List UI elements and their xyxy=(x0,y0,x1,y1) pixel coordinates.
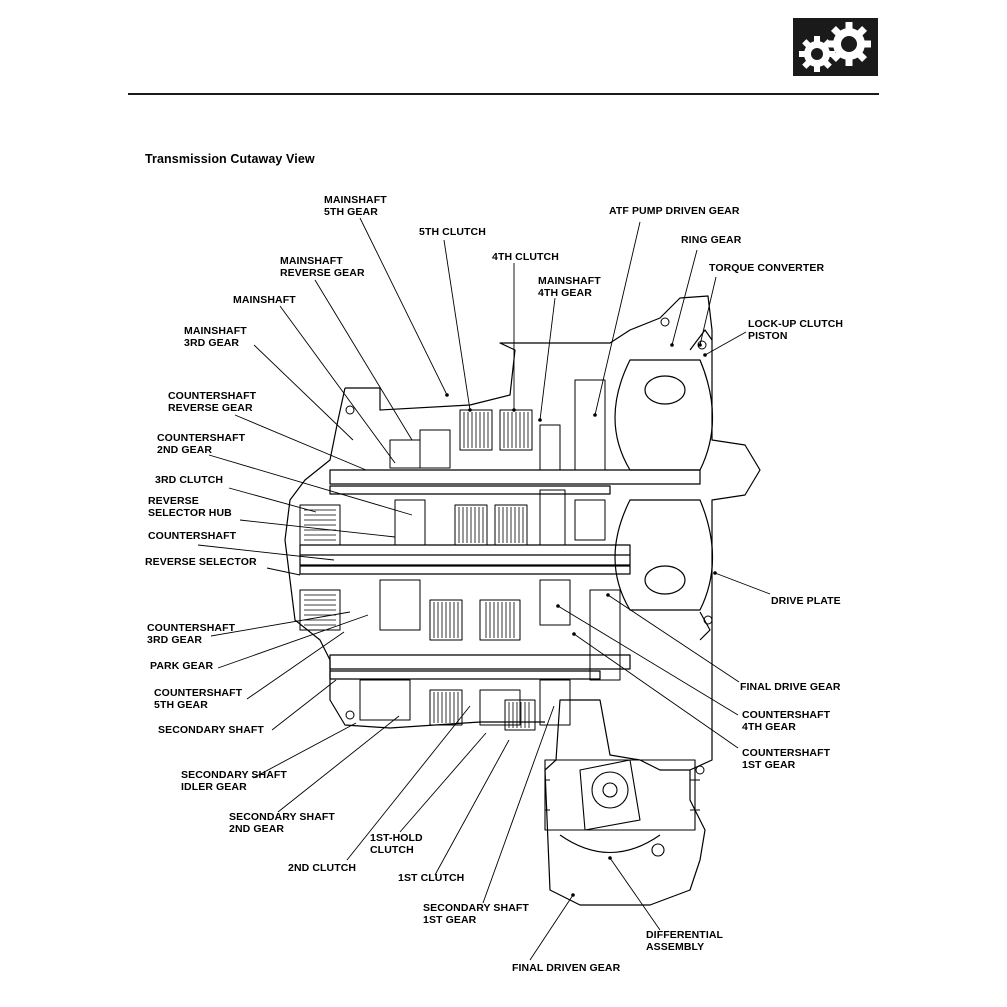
label-countershaft: COUNTERSHAFT xyxy=(148,530,237,542)
label-atf-pump-driven-gear: ATF PUMP DRIVEN GEAR xyxy=(609,205,740,217)
label-final-drive-gear: FINAL DRIVE GEAR xyxy=(740,681,841,693)
label-drive-plate: DRIVE PLATE xyxy=(771,595,841,607)
label-ring-gear: RING GEAR xyxy=(681,234,742,246)
label-2nd-clutch: 2ND CLUTCH xyxy=(288,862,357,874)
label-1st-clutch: 1ST CLUTCH xyxy=(398,872,465,884)
label-final-driven-gear: FINAL DRIVEN GEAR xyxy=(512,962,621,974)
label-torque-converter: TORQUE CONVERTER xyxy=(709,262,825,274)
diagram-title: Transmission Cutaway View xyxy=(145,152,315,166)
label-4th-clutch: 4TH CLUTCH xyxy=(492,251,559,263)
label-5th-clutch: 5TH CLUTCH xyxy=(419,226,486,238)
label-mainshaft: MAINSHAFT xyxy=(233,294,296,306)
label-3rd-clutch: 3RD CLUTCH xyxy=(155,474,224,486)
label-secondary-shaft: SECONDARY SHAFT xyxy=(158,724,264,736)
label-park-gear: PARK GEAR xyxy=(150,660,214,672)
gears-icon xyxy=(793,18,878,76)
label-reverse-selector: REVERSE SELECTOR xyxy=(145,556,257,568)
header-rule xyxy=(128,93,879,95)
